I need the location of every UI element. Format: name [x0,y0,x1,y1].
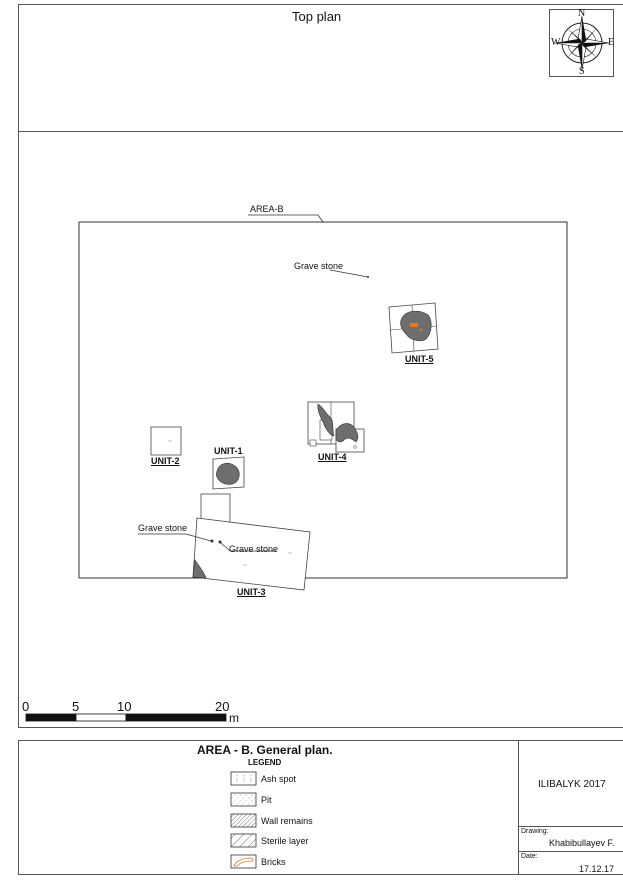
legend-heading: LEGEND [248,758,282,767]
info-divider-1 [518,826,623,827]
unit-2-label: UNIT-2 [151,456,180,466]
wall-remains-swatch [230,813,257,828]
unit-4-label: UNIT-4 [318,452,347,462]
compass-west: W [551,37,561,48]
scale-tick-5: 5 [72,699,80,714]
legend-label-pit: Pit [261,795,272,805]
date-label: Date: [521,853,538,860]
compass-south: S [579,66,585,77]
drawing-author: Khabibullayev F. [549,838,615,848]
project-name: ILIBALYK 2017 [538,779,606,790]
legend-label-ash-spot: Ash spot [261,774,297,784]
unit-3-label: UNIT-3 [237,587,266,597]
compass-rose [549,9,614,77]
title-block-title: AREA - B. General plan. [197,743,333,757]
grave-stone-label-right: Grave stone [229,544,279,554]
scale-tick-0: 0 [22,699,30,714]
grave-stone-point-top [367,276,369,278]
bricks-swatch [230,854,257,869]
page-title: Top plan [292,9,342,24]
plan-frame [18,131,623,728]
drawing-label: Drawing: [521,828,549,835]
compass-east: E [608,37,615,48]
scale-bar [25,713,227,722]
unit-5-label: UNIT-5 [405,354,434,364]
legend-label-wall-remains: Wall remains [261,816,313,826]
scale-tick-20: 20 [215,699,230,714]
unit-3-feature [192,493,311,591]
area-b-leader [248,214,324,223]
sterile-layer-swatch [230,833,257,848]
legend-label-sterile-layer: Sterile layer [261,836,309,846]
unit-5-feature [388,302,439,354]
ash-spot-swatch [230,771,257,786]
scale-unit: m [229,711,239,725]
grave-stone-leader-right [219,541,231,552]
unit-1-feature [212,456,245,490]
legend-label-bricks: Bricks [261,857,286,867]
info-column [518,740,519,875]
grave-stone-label-left: Grave stone [138,523,188,533]
title-block-frame [18,740,623,875]
scale-tick-10: 10 [117,699,132,714]
compass-north: N [578,8,586,19]
unit-1-label: UNIT-1 [214,446,243,456]
info-divider-2 [518,851,623,852]
pit-swatch [230,792,257,807]
area-b-label: AREA-B [250,204,284,214]
date-value: 17.12.17 [579,864,615,874]
grave-stone-label-top: Grave stone [294,261,344,271]
unit-2-feature [150,426,182,456]
grave-stone-leader-top [329,269,369,278]
unit-4-feature [307,401,365,453]
